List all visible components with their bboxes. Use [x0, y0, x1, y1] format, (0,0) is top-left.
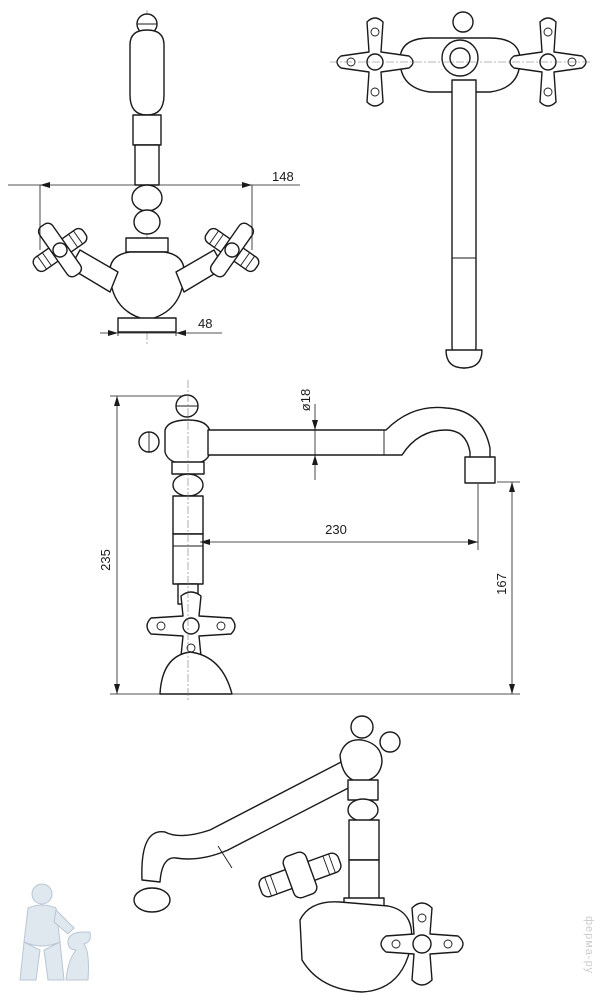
dim-top-width: 148	[272, 169, 294, 184]
dim-spout-height: 167	[494, 573, 509, 595]
dim-spout-reach: 230	[325, 522, 347, 537]
perspective-view	[133, 715, 464, 993]
top-view	[330, 11, 590, 369]
dim-pipe-diameter: ø18	[298, 389, 313, 411]
dim-base-width: 48	[198, 316, 212, 331]
front-view: 148 48	[8, 10, 300, 345]
site-watermark: ферма-ру	[583, 916, 595, 974]
dim-total-height: 235	[98, 549, 113, 571]
plumber-mascot-logo	[19, 883, 91, 981]
side-view: 235 167 ø18 230	[98, 380, 520, 700]
